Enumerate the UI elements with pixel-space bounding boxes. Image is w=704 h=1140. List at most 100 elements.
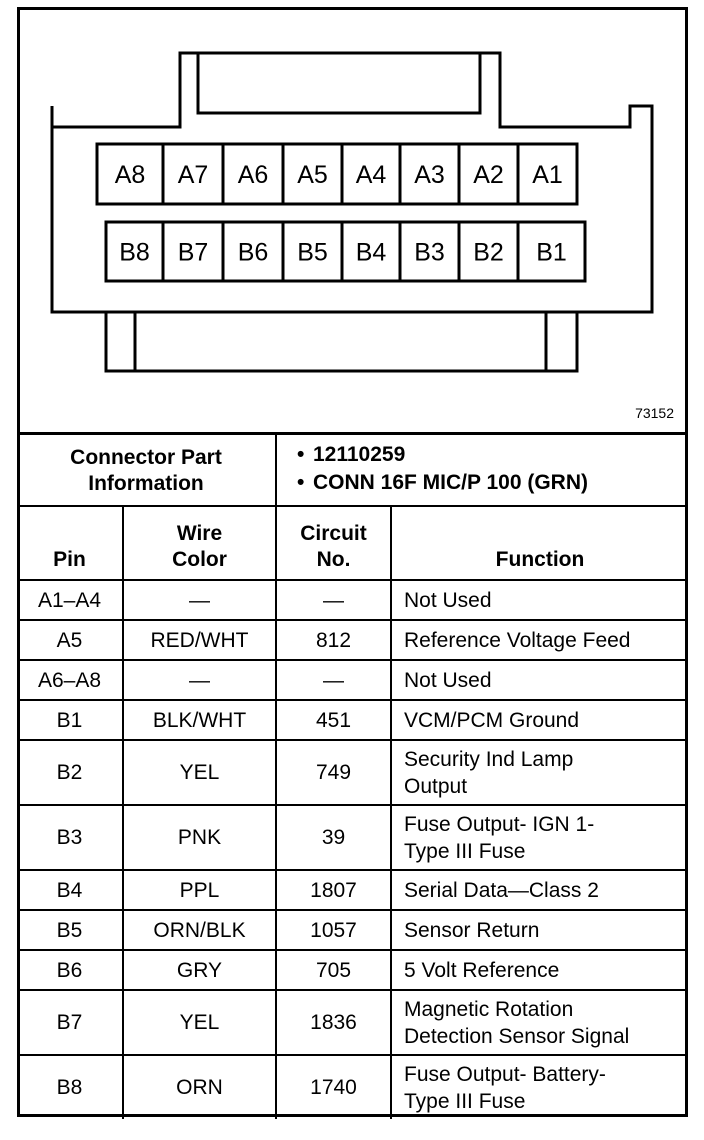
connector-skirt (104, 312, 579, 373)
pin-label-a5: A5 (297, 161, 328, 189)
pin-label-b8: B8 (119, 239, 150, 267)
pin-label-b6: B6 (238, 239, 269, 267)
wire-color-cell: PPL (122, 869, 277, 911)
function-line2: Type III Fuse (404, 839, 526, 863)
connector-housing (50, 51, 654, 314)
pin-cell: B7 (17, 989, 124, 1056)
pin-label-a4: A4 (356, 161, 387, 189)
pin-label-b7: B7 (178, 239, 209, 267)
header-circuit-no: Circuit No. (275, 505, 392, 581)
wire-color-cell: ORN (122, 1054, 277, 1119)
pin-label-a7: A7 (178, 161, 209, 189)
circuit-cell: — (275, 579, 392, 621)
table-row: A6–A8——Not Used (17, 659, 688, 701)
circuit-cell: 39 (275, 804, 392, 871)
pin-cell: A5 (17, 619, 124, 661)
pin-label-b5: B5 (297, 239, 328, 267)
circuit-cell: — (275, 659, 392, 701)
wire-color-cell: BLK/WHT (122, 699, 277, 741)
pin-cell: B8 (17, 1054, 124, 1119)
part-info-list: 12110259 CONN 16F MIC/P 100 (GRN) (287, 441, 588, 497)
figure-number: 73152 (635, 405, 674, 421)
function-cell: Reference Voltage Feed (390, 619, 688, 661)
circuit-cell: 1836 (275, 989, 392, 1056)
circuit-cell: 812 (275, 619, 392, 661)
pin-label-a3: A3 (414, 161, 445, 189)
function-cell: Fuse Output- IGN 1-Type III Fuse (390, 804, 688, 871)
pin-cell: A1–A4 (17, 579, 124, 621)
pin-table: Pin Wire Color Circuit No. Function A1–A… (17, 505, 688, 1119)
pin-cell: B4 (17, 869, 124, 911)
function-cell: Sensor Return (390, 909, 688, 951)
function-line1: Not Used (404, 588, 492, 612)
function-line2: Detection Sensor Signal (404, 1024, 630, 1048)
wire-color-cell: ORN/BLK (122, 909, 277, 951)
function-line1: Serial Data—Class 2 (404, 878, 599, 902)
circuit-cell: 1740 (275, 1054, 392, 1119)
function-line1: VCM/PCM Ground (404, 708, 580, 732)
function-line2: Type III Fuse (404, 1089, 526, 1113)
pin-cell: B1 (17, 699, 124, 741)
pin-cell: B3 (17, 804, 124, 871)
circuit-cell: 1807 (275, 869, 392, 911)
info-label: Connector Part Information (17, 435, 277, 506)
circuit-cell: 749 (275, 739, 392, 806)
circuit-cell: 705 (275, 949, 392, 991)
circuit-cell: 451 (275, 699, 392, 741)
function-line1: Fuse Output- Battery- (404, 1062, 606, 1086)
pin-label-b4: B4 (356, 239, 387, 267)
connector-part-info: Connector Part Information 12110259 CONN… (17, 432, 688, 506)
function-cell: Fuse Output- Battery- Type III Fuse (390, 1054, 688, 1119)
header-circuit-line2: No. (316, 548, 351, 571)
function-cell: Serial Data—Class 2 (390, 869, 688, 911)
wire-color-cell: YEL (122, 989, 277, 1056)
wire-color-cell: — (122, 659, 277, 701)
pin-cell: B5 (17, 909, 124, 951)
function-cell: Not Used (390, 659, 688, 701)
wire-color-cell: PNK (122, 804, 277, 871)
pin-cell: B6 (17, 949, 124, 991)
connector-description: CONN 16F MIC/P 100 (GRN) (287, 469, 588, 497)
pin-label-b3: B3 (414, 239, 445, 267)
header-wire-color-line1: Wire (176, 522, 223, 545)
row-b-pin-cell (516, 220, 587, 283)
pin-cell: B2 (17, 739, 124, 806)
header-pin: Pin (17, 505, 124, 581)
row-a-pin-cell (516, 142, 579, 206)
wire-color-cell: YEL (122, 739, 277, 806)
wire-color-cell: — (122, 579, 277, 621)
pin-label-a1: A1 (532, 161, 563, 189)
header-circuit-line1: Circuit (300, 522, 367, 545)
header-wire-color: Wire Color (122, 505, 277, 581)
pin-label-a2: A2 (473, 161, 504, 189)
function-line1: Sensor Return (404, 918, 540, 942)
connector-latch (196, 53, 482, 115)
pin-label-b1: B1 (536, 239, 567, 267)
pin-label-b2: B2 (473, 239, 504, 267)
pin-label-a8: A8 (115, 161, 146, 189)
function-cell: 5 Volt Reference (390, 949, 688, 991)
wire-color-cell: RED/WHT (122, 619, 277, 661)
function-line1: Reference Voltage Feed (404, 628, 631, 652)
info-label-line1: Connector Part (70, 445, 222, 469)
wire-color-cell: GRY (122, 949, 277, 991)
part-number: 12110259 (287, 441, 588, 469)
circuit-cell: 1057 (275, 909, 392, 951)
function-line1: Magnetic Rotation (404, 997, 574, 1021)
function-line1: Not Used (404, 668, 492, 692)
pin-cell: A6–A8 (17, 659, 124, 701)
function-cell: VCM/PCM Ground (390, 699, 688, 741)
pin-table-header: Pin Wire Color Circuit No. Function (17, 505, 688, 581)
header-function: Function (390, 505, 688, 581)
